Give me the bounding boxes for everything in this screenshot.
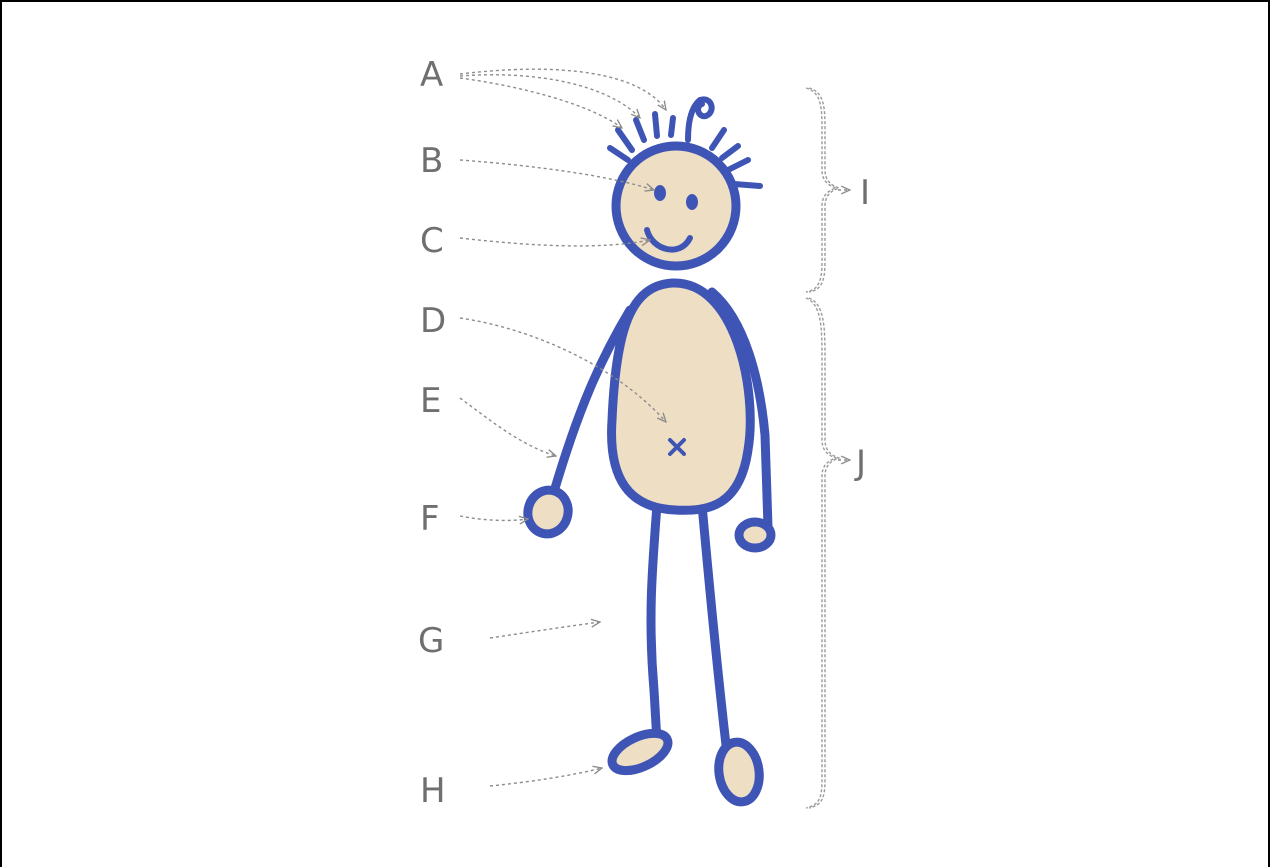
right-eye: [686, 194, 698, 210]
right-leg: [702, 505, 726, 745]
label-f: F: [420, 499, 441, 539]
left-eye: [654, 185, 666, 201]
label-g: G: [418, 621, 445, 661]
left-hand: [523, 486, 573, 539]
right-hand: [739, 522, 771, 548]
label-b: B: [420, 141, 444, 181]
label-j: J: [854, 443, 867, 483]
label-d: D: [420, 301, 447, 341]
label-e: E: [420, 381, 442, 421]
label-i: I: [860, 173, 871, 213]
brace-j: [806, 298, 850, 808]
label-a: A: [420, 55, 444, 95]
left-foot: [606, 726, 673, 779]
label-c: C: [420, 221, 445, 261]
brace-i: [806, 88, 850, 292]
left-leg: [651, 505, 657, 742]
torso: [612, 283, 751, 510]
right-foot: [715, 740, 763, 805]
label-h: H: [420, 771, 447, 811]
stick-figure: [523, 99, 771, 804]
